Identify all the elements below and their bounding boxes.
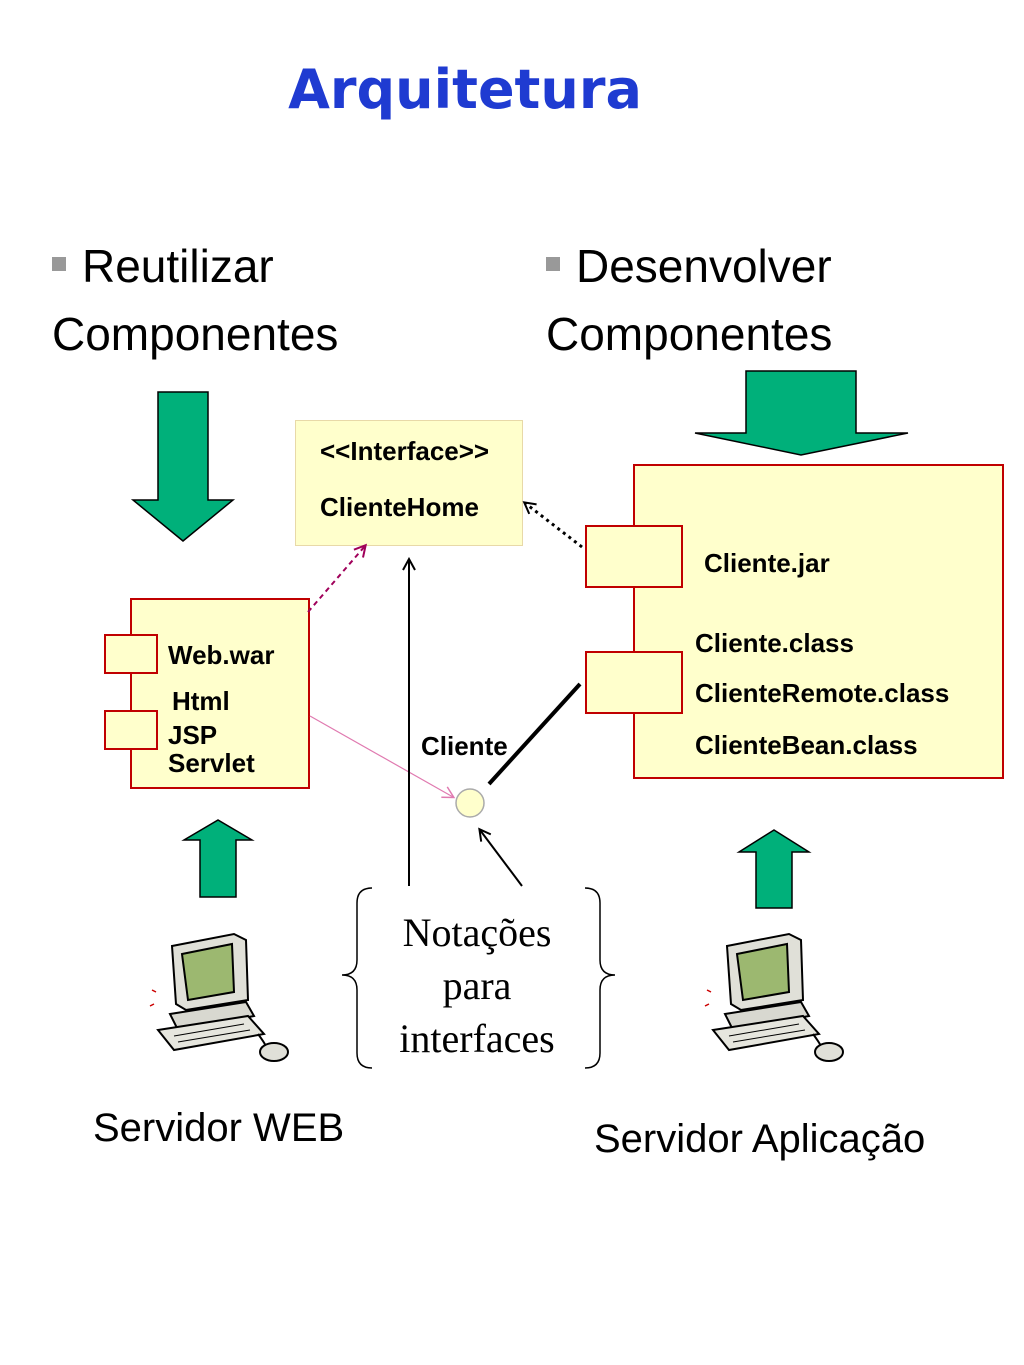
- app-component-box: [633, 464, 1004, 779]
- annotation-line2: para: [442, 963, 512, 1008]
- web-label-html: Html: [172, 686, 230, 716]
- page-title: Arquitetura: [288, 58, 642, 121]
- block-arrow-icon: [181, 819, 255, 898]
- web-port-bottom: [104, 710, 158, 750]
- annotation-text: Notações para interfaces: [372, 906, 582, 1065]
- right-heading-line2: Componentes: [546, 308, 833, 360]
- lollipop-connector: [487, 682, 582, 786]
- left-heading-line2: Componentes: [52, 308, 339, 360]
- bullet-icon: [52, 256, 66, 271]
- interface-stereotype: <<Interface>>: [320, 436, 490, 466]
- block-arrow-icon: [694, 370, 909, 456]
- interface-name: ClienteHome: [320, 492, 479, 522]
- interface-box: [295, 420, 523, 546]
- app-port-top: [585, 525, 683, 588]
- server-app-label: Servidor Aplicação: [594, 1117, 926, 1161]
- app-label-jar: Cliente.jar: [704, 548, 830, 578]
- left-heading: Reutilizar Componentes: [52, 232, 338, 368]
- web-label-jsp: JSP: [168, 720, 218, 750]
- computer-icon: [149, 932, 289, 1062]
- right-heading: Desenvolver Componentes: [546, 232, 832, 368]
- web-port-top: [104, 634, 158, 674]
- app-port-bottom: [585, 651, 683, 714]
- web-component-box: [130, 598, 310, 789]
- server-web-label: Servidor WEB: [93, 1106, 345, 1150]
- lollipop-circle: [455, 788, 485, 818]
- left-brace: [341, 887, 373, 1069]
- bullet-icon: [546, 256, 560, 271]
- annotation-to-lollipop-arrow: [480, 830, 523, 887]
- web-to-lollipop-dependency: [309, 715, 456, 799]
- web-to-interface-dependency: [307, 546, 365, 613]
- app-label-bean: ClienteBean.class: [695, 730, 918, 760]
- app-label-class: Cliente.class: [695, 628, 854, 658]
- app-label-remote: ClienteRemote.class: [695, 678, 950, 708]
- annotation-line1: Notações: [402, 910, 552, 955]
- right-heading-line1: Desenvolver: [576, 240, 832, 292]
- block-arrow-icon: [736, 829, 812, 909]
- web-label-servlet: Servlet: [168, 748, 255, 778]
- right-brace: [584, 887, 616, 1069]
- lollipop-label: Cliente: [421, 731, 508, 761]
- block-arrow-icon: [130, 391, 236, 542]
- left-heading-line1: Reutilizar: [82, 240, 274, 292]
- web-label-war: Web.war: [168, 640, 275, 670]
- annotation-line3: interfaces: [399, 1016, 555, 1061]
- computer-icon: [704, 932, 844, 1062]
- app-to-interface-dependency: [525, 503, 583, 549]
